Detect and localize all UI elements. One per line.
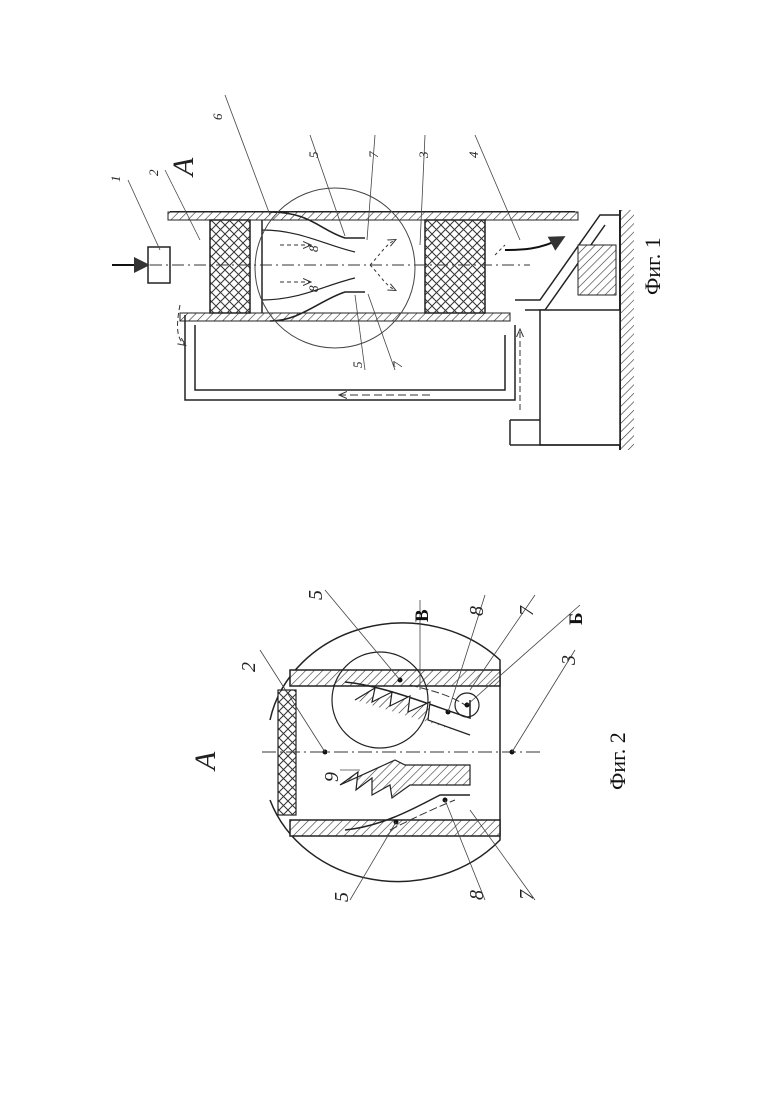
engine-part xyxy=(578,245,616,295)
fig2-label-5-bottom: 5 xyxy=(331,892,353,902)
bypass-duct xyxy=(185,315,515,400)
fig1-label-3: 3 xyxy=(416,151,431,159)
fig1-caption: Фиг. 1 xyxy=(640,237,665,295)
fig1-label-8-bottom: 8 xyxy=(306,285,321,292)
fig2-label-7-top: 7 xyxy=(516,605,538,616)
filter-block-upper xyxy=(210,220,250,313)
fig2-label-3: 3 xyxy=(558,655,580,666)
fig2-label-8-top: 8 xyxy=(466,606,488,616)
fig2-view-marker: А xyxy=(189,751,222,772)
fig1-label-8-top: 8 xyxy=(306,245,321,252)
figure-2: А 2 5 В 8 7 Б 3 9 5 8 7 Фиг. 2 xyxy=(189,590,630,902)
fig1-view-marker: А xyxy=(167,157,200,178)
fig2-label-b: Б xyxy=(566,612,587,625)
ground-hatch xyxy=(620,210,634,450)
wall-upper xyxy=(290,670,500,686)
fig2-label-5-top: 5 xyxy=(305,590,327,600)
filter-block-lower xyxy=(425,220,485,313)
ribbed-insert-lower xyxy=(340,760,470,798)
fig1-label-6: 6 xyxy=(210,113,225,120)
engine-block xyxy=(540,310,620,445)
figure-1: 1 2 А 6 5 7 3 4 8 8 5 7 Фиг. 1 xyxy=(108,95,665,450)
fig1-label-7-bottom: 7 xyxy=(390,361,405,368)
fig1-label-7-top: 7 xyxy=(366,151,381,158)
fig1-label-4: 4 xyxy=(466,151,481,158)
fig2-label-8-bottom: 8 xyxy=(466,890,488,900)
fig2-label-9: 9 xyxy=(321,772,343,782)
housing-bottom-wall xyxy=(180,313,510,321)
fig1-label-5-top: 5 xyxy=(306,151,321,158)
fig1-label-5-bottom: 5 xyxy=(350,361,365,368)
fig2-label-v: В xyxy=(412,609,433,622)
fig1-label-2: 2 xyxy=(146,169,161,176)
fig1-label-1: 1 xyxy=(108,176,123,183)
fig2-label-2: 2 xyxy=(238,662,260,672)
fig2-label-7-bottom: 7 xyxy=(516,889,538,900)
fig2-caption: Фиг. 2 xyxy=(605,732,630,790)
